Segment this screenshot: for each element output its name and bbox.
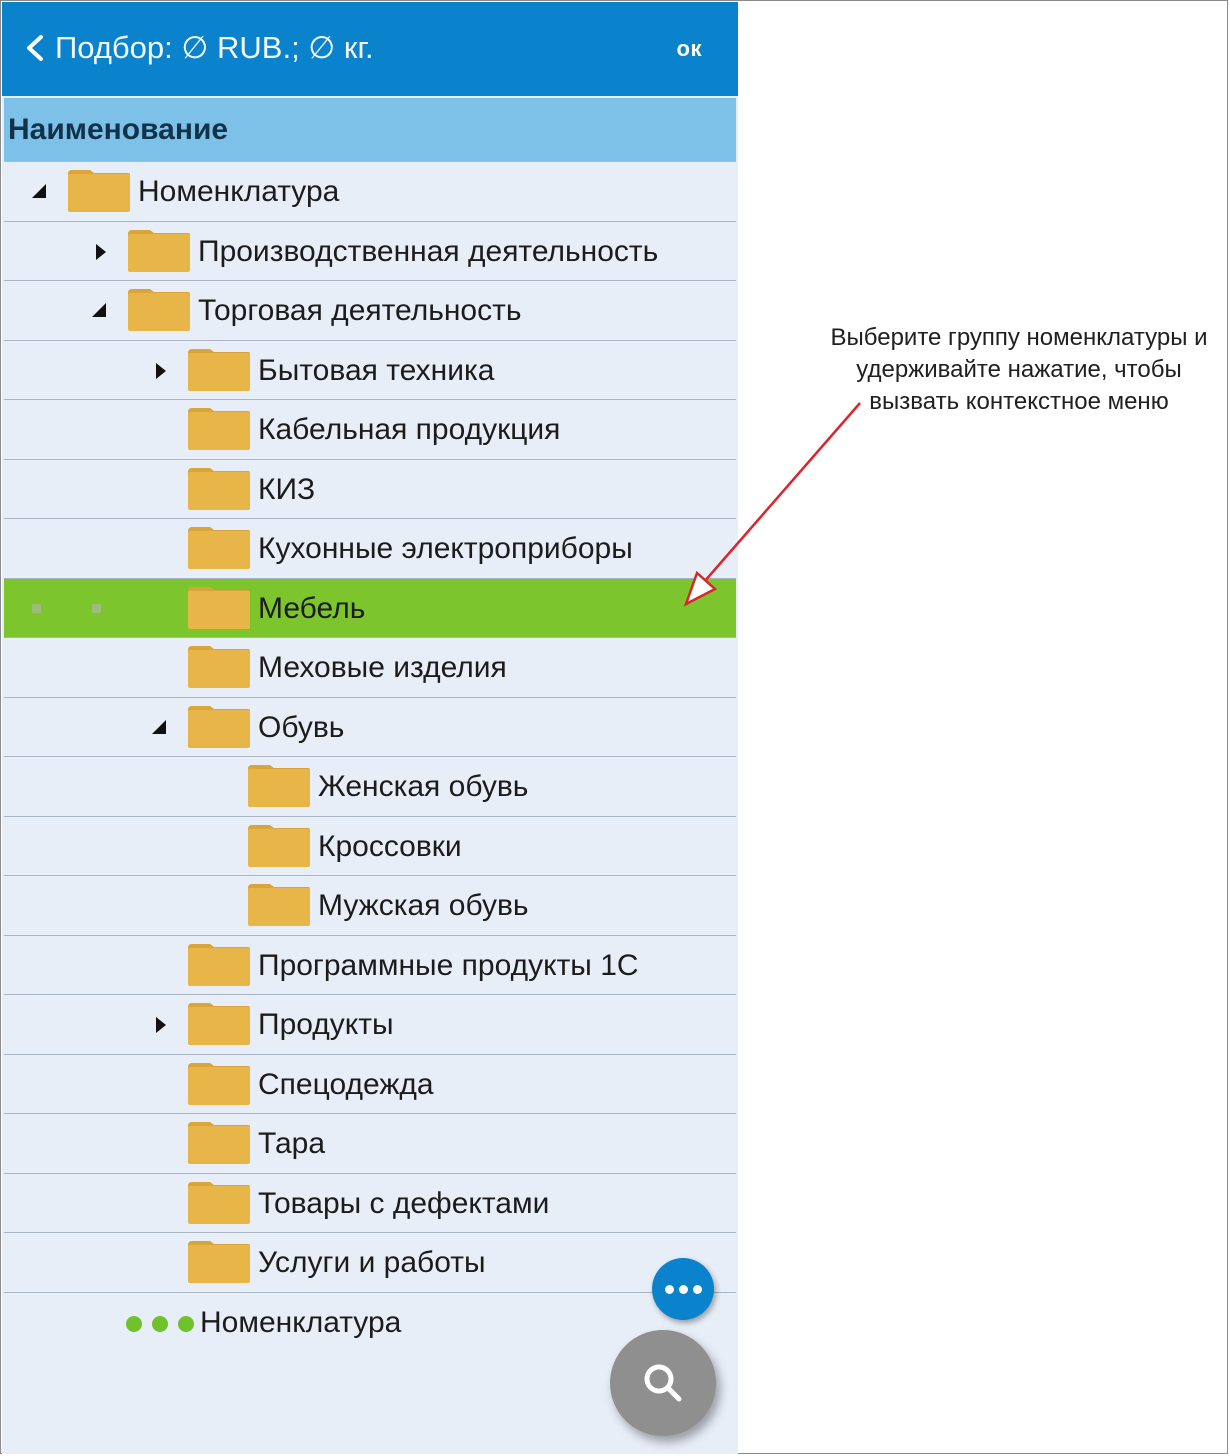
expand-triangle-icon[interactable] xyxy=(90,241,110,263)
tree-row[interactable]: Торговая деятельность xyxy=(4,281,736,341)
tree-row[interactable]: Услуги и работы xyxy=(4,1233,736,1293)
tree-row[interactable]: Меховые изделия xyxy=(4,638,736,698)
tree-row[interactable]: Программные продукты 1С xyxy=(4,935,736,995)
folder-icon xyxy=(188,1181,250,1224)
footer-row-label: Номенклатура xyxy=(200,1305,402,1339)
folder-icon xyxy=(188,527,250,569)
tree-row-selected[interactable]: Мебель xyxy=(4,578,736,638)
tree-row-label: Номенклатура xyxy=(138,175,340,208)
tree-row[interactable]: Обувь xyxy=(4,697,736,757)
tree-row-label: Программные продукты 1С xyxy=(258,948,639,982)
tree-row-label: Женская обувь xyxy=(318,770,529,803)
search-icon xyxy=(644,1364,682,1402)
tree-row-label: Обувь xyxy=(258,710,345,744)
tree-row[interactable]: Производственная деятельность xyxy=(4,221,736,281)
search-button[interactable] xyxy=(610,1330,716,1436)
tree-row-label: Товары с дефектами xyxy=(258,1186,550,1220)
expand-triangle-icon[interactable] xyxy=(150,360,170,382)
tree-row[interactable]: Товары с дефектами xyxy=(4,1173,736,1233)
tree-row-label: Мебель xyxy=(258,591,366,625)
annotation-text: Выберите группу номенклатуры и удерживай… xyxy=(830,324,1208,415)
drag-handle-icon xyxy=(32,603,41,613)
folder-icon xyxy=(248,765,310,807)
column-header-label: Наименование xyxy=(8,112,229,146)
column-header: Наименование xyxy=(4,98,736,162)
more-dot-icon xyxy=(665,1285,674,1294)
folder-icon xyxy=(188,1122,250,1164)
collapse-triangle-icon[interactable] xyxy=(90,300,110,322)
tree-row[interactable]: Кабельная продукция xyxy=(4,400,736,460)
folder-icon xyxy=(128,229,190,272)
folder-icon xyxy=(128,289,190,331)
tree-row[interactable]: Спецодежда xyxy=(4,1054,736,1114)
more-dot-icon xyxy=(693,1285,702,1294)
tree-row-label: Меховые изделия xyxy=(258,651,507,684)
folder-icon xyxy=(188,1241,250,1283)
folder-icon xyxy=(188,348,250,391)
folder-icon xyxy=(188,646,250,688)
folder-icon xyxy=(188,705,250,748)
folder-icon xyxy=(188,586,250,629)
top-app-bar: Подбор: ∅ RUB.; ∅ кг. ок xyxy=(2,2,738,96)
more-dot-icon xyxy=(679,1285,688,1294)
chevron-left-icon[interactable] xyxy=(24,34,46,62)
page-title: Подбор: ∅ RUB.; ∅ кг. xyxy=(55,30,374,65)
tree-row-label: Услуги и работы xyxy=(258,1246,486,1279)
tree-row-label: Производственная деятельность xyxy=(198,234,659,268)
tree-row-label: Бытовая техника xyxy=(258,353,495,387)
tree-row-label: Продукты xyxy=(258,1008,394,1041)
more-button[interactable] xyxy=(652,1258,714,1320)
tree-row[interactable]: Тара xyxy=(4,1114,736,1174)
folder-icon xyxy=(188,943,250,986)
ok-button[interactable]: ок xyxy=(676,36,702,61)
status-dot-icon xyxy=(152,1315,168,1332)
tree-row-label: Кроссовки xyxy=(318,829,462,863)
tree-row[interactable]: КИЗ xyxy=(4,459,736,519)
phone-screen: Подбор: ∅ RUB.; ∅ кг. ок Наименование Но… xyxy=(2,2,738,1454)
collapse-triangle-icon[interactable] xyxy=(30,181,50,203)
drag-handle-icon xyxy=(92,603,101,613)
folder-icon xyxy=(248,884,310,926)
tree-row[interactable]: Мужская обувь xyxy=(4,876,736,936)
folder-icon xyxy=(188,467,250,510)
tree-row[interactable]: Продукты xyxy=(4,995,736,1055)
tree-row-label: Торговая деятельность xyxy=(198,294,522,327)
status-dot-icon xyxy=(178,1315,194,1332)
footer-row[interactable]: Номенклатура xyxy=(4,1292,736,1352)
tree-row-label: Кухонные электроприборы xyxy=(258,532,633,565)
tree-row[interactable]: Бытовая техника xyxy=(4,340,736,400)
expand-triangle-icon[interactable] xyxy=(150,1014,170,1036)
tree-row[interactable]: Номенклатура xyxy=(4,162,736,222)
collapse-triangle-icon[interactable] xyxy=(150,717,170,739)
tree-row-label: КИЗ xyxy=(258,472,316,506)
tree-row[interactable]: Кухонные электроприборы xyxy=(4,519,736,579)
tree-row[interactable]: Кроссовки xyxy=(4,816,736,876)
status-dot-icon xyxy=(126,1315,142,1332)
folder-icon xyxy=(248,824,310,867)
tree-row-label: Тара xyxy=(258,1127,326,1160)
folder-icon xyxy=(188,408,250,450)
folder-icon xyxy=(68,170,130,212)
tree-row[interactable]: Женская обувь xyxy=(4,757,736,817)
folder-icon xyxy=(188,1062,250,1105)
tree-row-label: Спецодежда xyxy=(258,1067,434,1101)
tree-row-label: Мужская обувь xyxy=(318,889,529,922)
folder-icon xyxy=(188,1003,250,1045)
tree-row-label: Кабельная продукция xyxy=(258,413,561,446)
